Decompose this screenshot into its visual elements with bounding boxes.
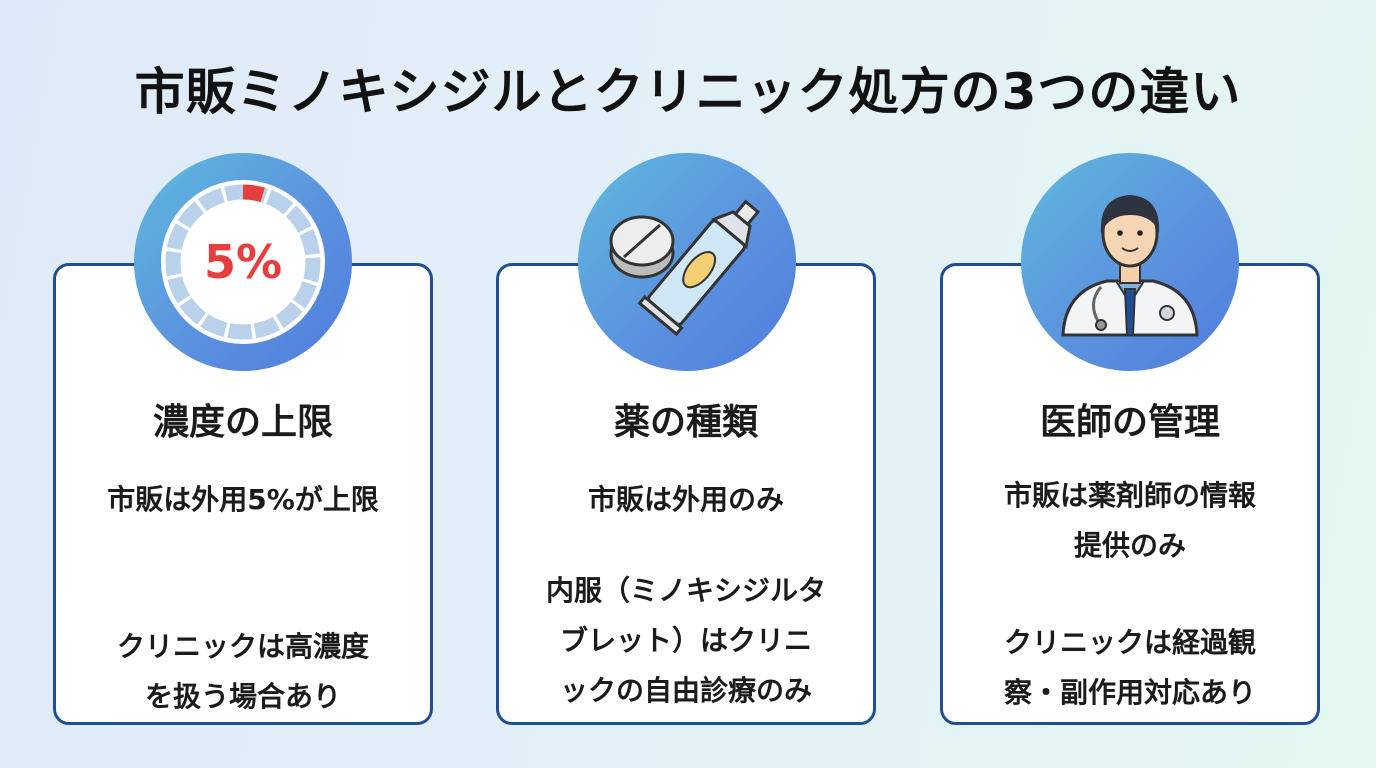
card-heading: 医師の管理 bbox=[1039, 402, 1220, 443]
pill-icon bbox=[609, 215, 675, 279]
card-text-otc: 市販は薬剤師の情報 提供のみ bbox=[1003, 479, 1256, 562]
doctor-icon bbox=[1021, 153, 1239, 371]
card-text-otc: 市販は外用のみ bbox=[587, 483, 784, 516]
page-title: 市販ミノキシジルとクリニック処方の3つの違い bbox=[134, 63, 1242, 121]
pill-and-cream-tube-icon bbox=[578, 153, 796, 371]
card-text-clinic: クリニックは高濃度 を扱う場合あり bbox=[116, 630, 369, 713]
card-text-clinic: クリニックは経過観 察・副作用対応あり bbox=[1003, 626, 1256, 709]
concentration-gauge-icon: 5% bbox=[134, 153, 352, 371]
cream-tube-icon bbox=[637, 199, 761, 337]
card-heading: 濃度の上限 bbox=[152, 402, 333, 443]
concentration-percent: 5% bbox=[203, 235, 283, 289]
card-heading: 薬の種類 bbox=[613, 402, 758, 443]
card-text-clinic: 内服（ミノキシジルタ ブレット）はクリニ ックの自由診療のみ bbox=[545, 574, 826, 707]
card-text-otc: 市販は外用5%が上限 bbox=[107, 483, 379, 516]
